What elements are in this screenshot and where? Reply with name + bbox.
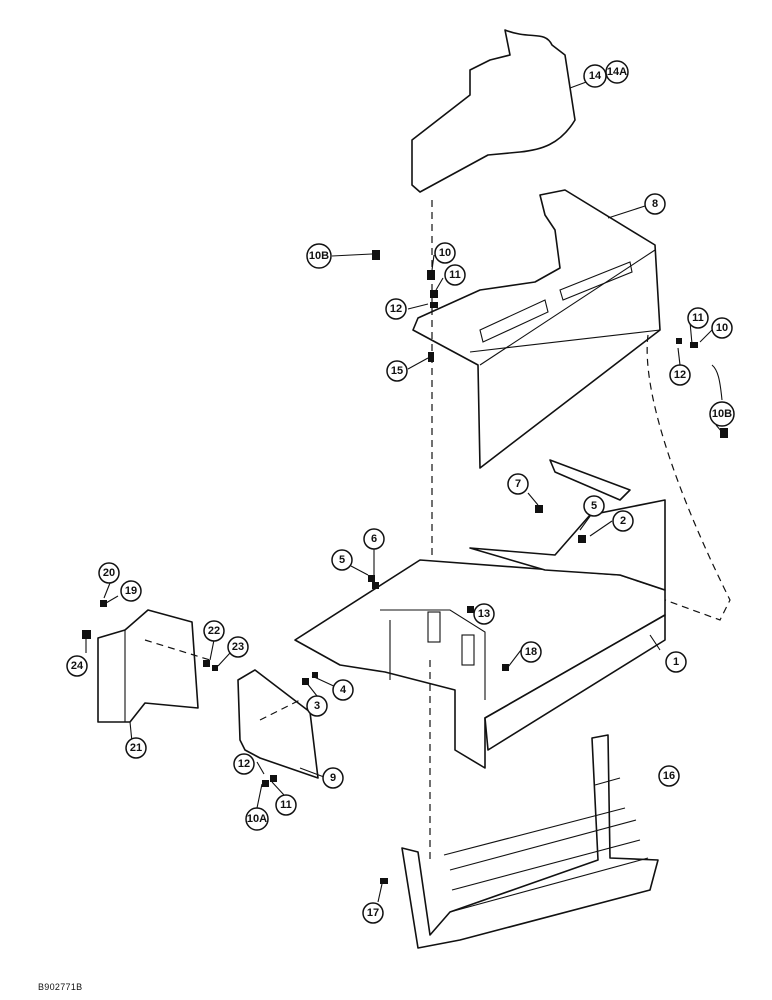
- svg-text:10A: 10A: [247, 813, 267, 825]
- callout-2: 2: [612, 510, 634, 532]
- callout-23: 23: [227, 636, 249, 658]
- svg-text:12: 12: [238, 758, 250, 770]
- svg-text:16: 16: [663, 770, 675, 782]
- callout-7: 7: [507, 473, 529, 495]
- callouts: 1 2 3 4 5 5 6 7 8 9 10 10 10A 10B 10B 11…: [66, 60, 735, 924]
- svg-text:10: 10: [439, 247, 451, 259]
- svg-text:10B: 10B: [712, 408, 732, 420]
- svg-text:12: 12: [390, 303, 402, 315]
- callout-15: 15: [386, 360, 408, 382]
- svg-text:11: 11: [692, 312, 704, 324]
- svg-text:10: 10: [716, 322, 728, 334]
- callout-14A: 14A: [605, 60, 629, 84]
- fasteners: [82, 250, 728, 884]
- callout-12-top: 12: [385, 298, 407, 320]
- part-14-top-cover: [411, 29, 576, 193]
- svg-text:9: 9: [330, 772, 336, 784]
- part-16-step-tread: [401, 734, 659, 949]
- callout-11-top: 11: [444, 264, 466, 286]
- svg-text:14A: 14A: [607, 66, 627, 78]
- svg-text:5: 5: [339, 554, 345, 566]
- svg-text:21: 21: [130, 742, 142, 754]
- svg-text:17: 17: [367, 907, 379, 919]
- callout-10A: 10A: [245, 807, 269, 831]
- part-21-left-bracket: [97, 609, 199, 723]
- callout-10-right: 10: [711, 317, 733, 339]
- svg-text:24: 24: [71, 660, 84, 672]
- svg-text:14: 14: [589, 70, 602, 82]
- svg-text:15: 15: [391, 365, 403, 377]
- callout-12-bottom: 12: [233, 753, 255, 775]
- callout-24: 24: [66, 655, 88, 677]
- svg-text:19: 19: [125, 585, 137, 597]
- callout-22: 22: [203, 620, 225, 642]
- callout-14: 14: [583, 64, 607, 88]
- svg-text:10B: 10B: [309, 250, 329, 262]
- svg-text:7: 7: [515, 478, 521, 490]
- callout-19: 19: [120, 580, 142, 602]
- drawing-reference-number: B902771B: [38, 982, 83, 992]
- part-9-side-plate: [237, 669, 319, 779]
- svg-text:12: 12: [674, 369, 686, 381]
- callout-20: 20: [98, 562, 120, 584]
- callout-10B-right: 10B: [709, 401, 735, 427]
- svg-text:6: 6: [371, 533, 377, 545]
- svg-text:5: 5: [591, 500, 597, 512]
- callout-12-right: 12: [669, 364, 691, 386]
- callout-6: 6: [363, 528, 385, 550]
- callout-18: 18: [520, 641, 542, 663]
- svg-text:1: 1: [673, 656, 679, 668]
- part-8-upper-shield: [412, 189, 661, 469]
- callout-1: 1: [665, 651, 687, 673]
- callout-21: 21: [125, 737, 147, 759]
- svg-text:4: 4: [340, 684, 347, 696]
- svg-text:18: 18: [525, 646, 537, 658]
- svg-text:2: 2: [620, 515, 626, 527]
- alignment-lines: [144, 200, 731, 860]
- svg-text:22: 22: [208, 625, 220, 637]
- callout-9: 9: [322, 767, 344, 789]
- svg-text:20: 20: [103, 567, 115, 579]
- callout-5-right: 5: [583, 495, 605, 517]
- callout-4: 4: [332, 679, 354, 701]
- svg-text:3: 3: [314, 700, 320, 712]
- callout-11-bottom: 11: [275, 794, 297, 816]
- callout-13: 13: [473, 603, 495, 625]
- callout-10-top: 10: [434, 242, 456, 264]
- svg-text:23: 23: [232, 641, 244, 653]
- callout-17: 17: [362, 902, 384, 924]
- callout-8: 8: [644, 193, 666, 215]
- svg-text:13: 13: [478, 608, 490, 620]
- svg-text:11: 11: [280, 799, 292, 811]
- callout-10B-top: 10B: [306, 243, 332, 269]
- svg-text:8: 8: [652, 198, 658, 210]
- svg-text:11: 11: [449, 269, 461, 281]
- callout-3: 3: [306, 695, 328, 717]
- callout-16: 16: [658, 765, 680, 787]
- callout-5-bottom: 5: [331, 549, 353, 571]
- callout-11-right: 11: [687, 307, 709, 329]
